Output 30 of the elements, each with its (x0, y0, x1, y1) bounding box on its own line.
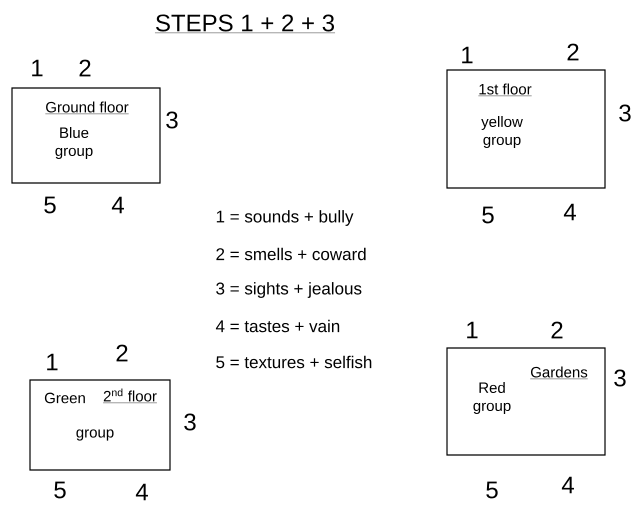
side-number: 3 (614, 370, 626, 386)
room-box: Red group Gardens (446, 347, 606, 456)
title: STEPS 1 + 2 + 3 (154, 14, 336, 34)
side-number: 5 (482, 206, 494, 224)
room-box: 1st floor yellow group (446, 69, 606, 189)
key-line: 4 = tastes + vain (216, 320, 340, 332)
key-line: 1 = sounds + bully (216, 210, 354, 226)
side-number: 3 (166, 112, 178, 128)
side-number: 2 (552, 322, 562, 338)
side-number: 4 (112, 196, 124, 214)
side-number: 1 (47, 354, 58, 370)
side-number: 5 (486, 482, 498, 498)
side-number: 2 (568, 44, 578, 60)
key-line: 3 = sights + jealous (216, 282, 362, 298)
side-number: 1 (32, 60, 42, 76)
side-number: 4 (136, 484, 148, 500)
side-number: 4 (564, 204, 576, 220)
side-number: 1 (462, 46, 472, 64)
key-line: 5 = textures + selfish (216, 356, 372, 368)
side-number: 5 (54, 482, 66, 498)
side-number: 4 (562, 476, 574, 494)
side-number: 1 (467, 322, 478, 338)
side-number: 5 (44, 196, 56, 214)
side-number: 3 (619, 104, 631, 122)
side-number: 2 (116, 344, 128, 362)
room-box: Green 2$^{nd}$ floor group (29, 379, 171, 471)
key-line: 2 = smells + coward (216, 248, 366, 260)
side-number: 2 (80, 60, 90, 76)
room-box: Ground floor Blue group (11, 87, 161, 184)
side-number: 3 (184, 414, 196, 430)
